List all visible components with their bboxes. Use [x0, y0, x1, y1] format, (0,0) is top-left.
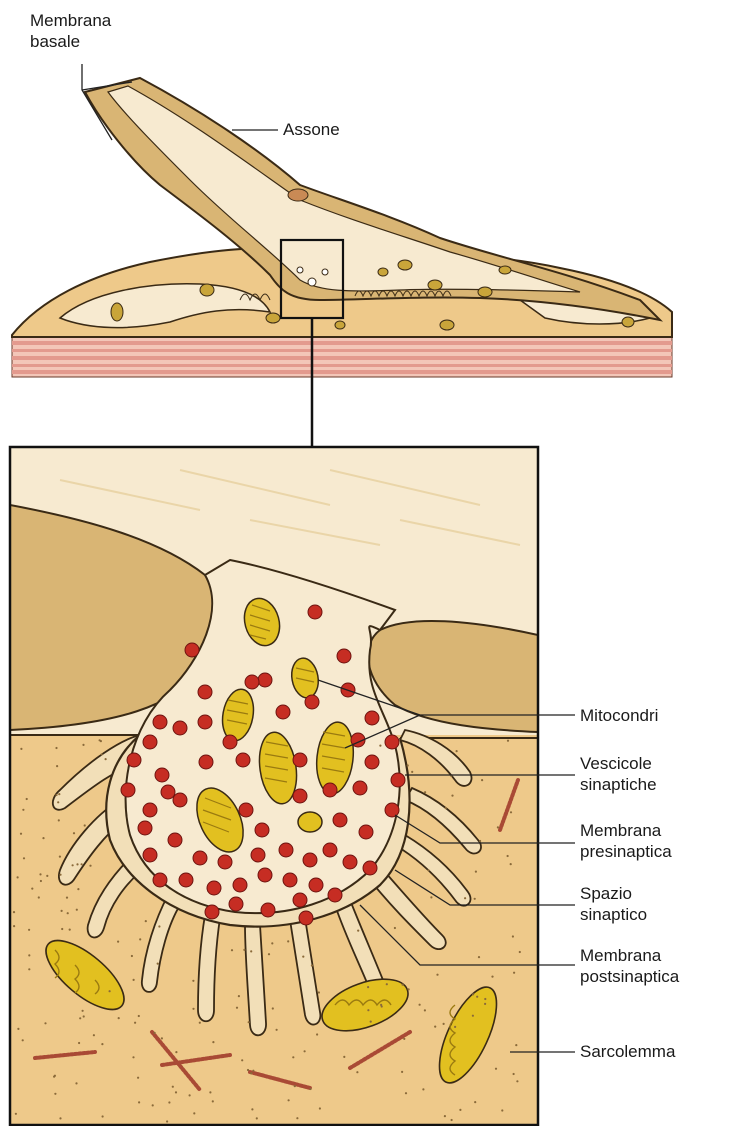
- synaptic-vesicle: [305, 695, 319, 709]
- label-assone: Assone: [283, 119, 340, 140]
- label-mitocondri: Mitocondri: [580, 705, 658, 726]
- label-postsinaptica-line1: Membrana: [580, 945, 679, 966]
- synaptic-vesicle: [365, 711, 379, 725]
- synaptic-vesicle: [229, 897, 243, 911]
- synaptic-vesicle: [193, 851, 207, 865]
- synaptic-vesicle: [283, 873, 297, 887]
- synaptic-vesicle: [138, 821, 152, 835]
- label-vescicole-line1: Vescicole: [580, 753, 657, 774]
- synaptic-vesicle: [303, 853, 317, 867]
- synaptic-vesicle: [258, 673, 272, 687]
- synaptic-vesicle: [391, 773, 405, 787]
- label-presinaptica-line2: presinaptica: [580, 841, 672, 862]
- synaptic-vesicle: [308, 605, 322, 619]
- synaptic-vesicle: [328, 888, 342, 902]
- synaptic-vesicle: [323, 843, 337, 857]
- synaptic-vesicle: [199, 755, 213, 769]
- label-vescicole-sinaptiche: Vescicole sinaptiche: [580, 753, 657, 795]
- synaptic-vesicle: [255, 823, 269, 837]
- detail-panel: [10, 447, 538, 1126]
- overview-illustration: [12, 78, 672, 447]
- synaptic-vesicle: [143, 803, 157, 817]
- synaptic-vesicle: [173, 721, 187, 735]
- synaptic-vesicle: [299, 911, 313, 925]
- synaptic-vesicle: [343, 855, 357, 869]
- synaptic-vesicle: [155, 768, 169, 782]
- label-membrana-basale-line2: basale: [30, 31, 111, 52]
- synaptic-vesicle: [127, 753, 141, 767]
- label-spazio-line1: Spazio: [580, 883, 647, 904]
- synaptic-vesicle: [143, 735, 157, 749]
- synaptic-vesicle: [153, 715, 167, 729]
- synaptic-vesicle: [323, 783, 337, 797]
- label-spazio-sinaptico: Spazio sinaptico: [580, 883, 647, 925]
- synaptic-vesicle: [161, 785, 175, 799]
- synaptic-vesicle: [143, 848, 157, 862]
- synaptic-vesicle: [385, 803, 399, 817]
- synaptic-vesicle: [363, 861, 377, 875]
- label-membrana-basale-line1: Membrana: [30, 10, 111, 31]
- synaptic-vesicle: [153, 873, 167, 887]
- label-postsinaptica-line2: postsinaptica: [580, 966, 679, 987]
- muscle-fiber-stripes: [12, 337, 672, 377]
- synaptic-vesicle: [359, 825, 373, 839]
- synaptic-vesicle: [233, 878, 247, 892]
- synaptic-vesicle: [258, 868, 272, 882]
- schwann-nucleus: [288, 189, 308, 201]
- synaptic-vesicle: [173, 793, 187, 807]
- synaptic-vesicle: [293, 753, 307, 767]
- synaptic-vesicle: [353, 781, 367, 795]
- synaptic-vesicle: [218, 855, 232, 869]
- synaptic-vesicle: [279, 843, 293, 857]
- label-membrana-postsinaptica: Membrana postsinaptica: [580, 945, 679, 987]
- synaptic-vesicle: [309, 878, 323, 892]
- synaptic-vesicle: [337, 649, 351, 663]
- synaptic-vesicle: [185, 643, 199, 657]
- label-membrana-basale: Membrana basale: [30, 10, 111, 52]
- synaptic-vesicle: [293, 789, 307, 803]
- label-spazio-line2: sinaptico: [580, 904, 647, 925]
- synaptic-vesicle: [198, 715, 212, 729]
- synaptic-vesicle: [276, 705, 290, 719]
- synaptic-vesicle: [205, 905, 219, 919]
- synaptic-vesicle: [239, 803, 253, 817]
- label-presinaptica-line1: Membrana: [580, 820, 672, 841]
- synaptic-vesicle: [385, 735, 399, 749]
- synaptic-vesicle: [168, 833, 182, 847]
- synaptic-vesicle: [245, 675, 259, 689]
- synaptic-vesicle: [365, 755, 379, 769]
- synaptic-vesicle: [179, 873, 193, 887]
- synaptic-vesicle: [251, 848, 265, 862]
- synaptic-vesicle: [207, 881, 221, 895]
- label-membrana-presinaptica: Membrana presinaptica: [580, 820, 672, 862]
- synaptic-vesicle: [198, 685, 212, 699]
- label-vescicole-line2: sinaptiche: [580, 774, 657, 795]
- synaptic-vesicle: [223, 735, 237, 749]
- synaptic-vesicle: [333, 813, 347, 827]
- label-sarcolemma: Sarcolemma: [580, 1041, 675, 1062]
- synaptic-vesicle: [121, 783, 135, 797]
- synaptic-vesicle: [293, 893, 307, 907]
- synaptic-vesicle: [261, 903, 275, 917]
- synaptic-vesicle: [236, 753, 250, 767]
